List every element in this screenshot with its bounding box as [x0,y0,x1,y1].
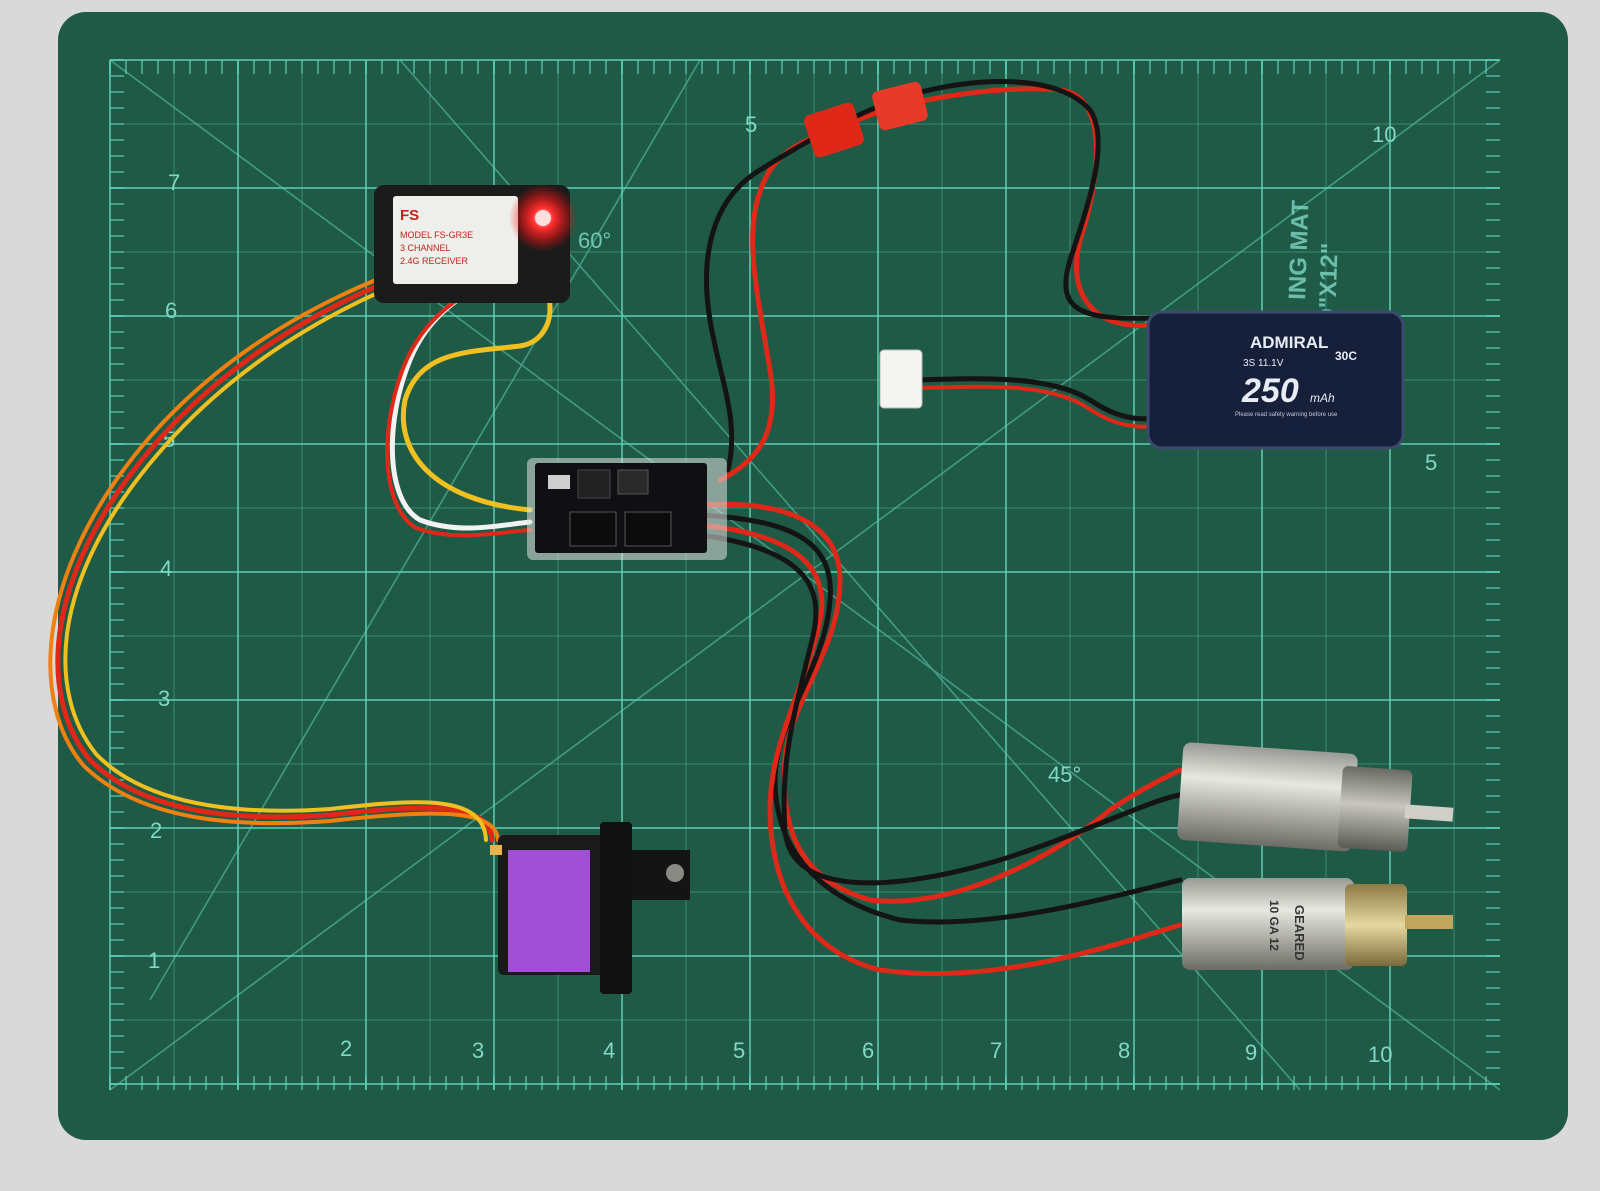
bottom-label: 7 [990,1038,1002,1063]
bottom-label: 2 [340,1036,352,1061]
battery-rating: 30C [1335,349,1357,363]
rc-receiver: FS MODEL FS-GR3E 3 CHANNEL 2.4G RECEIVER [374,184,577,303]
mat-side-text: ING MAT [1284,199,1314,300]
battery-warning: Please read safety warning before use [1235,412,1338,418]
servo-spline [666,864,684,882]
motor-label: GEARED [1292,905,1307,961]
battery-capacity: 250 [1241,372,1299,410]
status-led-core [535,210,551,226]
bottom-label: 4 [603,1038,615,1063]
micro-servo [490,822,690,994]
receiver-channel: 3 CHANNEL [400,243,451,253]
bottom-label: 9 [1245,1040,1257,1065]
balance-connector [879,349,923,409]
bottom-label: 8 [1118,1038,1130,1063]
mat-size-text: 9"X12" [1314,243,1344,323]
right-ruler-labels: 5 [1425,450,1437,475]
left-label: 6 [165,298,177,323]
receiver-brand: FS [400,207,419,224]
cutting-mat [58,12,1568,1140]
battery-lead [704,79,1153,483]
esc-driver-ic [569,511,617,547]
esc-chip [617,469,649,495]
angle-label-60: 60° [578,228,611,253]
balance-lead [914,376,1161,429]
lipo-battery: ADMIRAL 3S 11.1V 30C 250 mAh Please read… [1146,310,1405,450]
bottom-ruler-labels: 2 3 4 5 6 7 8 9 10 [340,1036,1392,1067]
esc-chip [577,469,611,499]
battery-brand: ADMIRAL [1250,333,1328,352]
left-label: 1 [148,948,160,973]
jst-connector [804,102,864,158]
esc-component [548,475,570,489]
bottom-label: 3 [472,1038,484,1063]
left-label: 2 [150,818,162,843]
servo-lead [48,234,530,843]
left-label: 7 [168,170,180,195]
left-label: 4 [160,556,172,581]
geared-motor-2: GEARED 10 GA 12 [1182,878,1453,970]
battery-unit: mAh [1310,391,1335,405]
bottom-label: 6 [862,1038,874,1063]
top-label: 10 [1372,122,1396,147]
esc-board [527,458,727,560]
motor-leads [697,501,1183,977]
top-ruler-labels: 5 10 [745,112,1396,147]
jst-connector [872,81,928,131]
motor-label: 10 GA 12 [1267,900,1281,951]
esc-driver-ic [624,511,672,547]
bottom-label: 5 [733,1038,745,1063]
top-label: 5 [745,112,757,137]
motor-shaft [1405,915,1453,929]
angle-label-45: 45° [1048,762,1081,787]
receiver-type: 2.4G RECEIVER [400,256,469,266]
servo-label [508,850,590,972]
left-label: 3 [158,686,170,711]
right-label: 5 [1425,450,1437,475]
battery-spec: 3S 11.1V [1243,358,1284,369]
motor-shaft [1404,804,1454,822]
receiver-model: MODEL FS-GR3E [400,230,473,240]
bottom-label: 10 [1368,1042,1392,1067]
geared-motor-1 [1177,742,1454,852]
